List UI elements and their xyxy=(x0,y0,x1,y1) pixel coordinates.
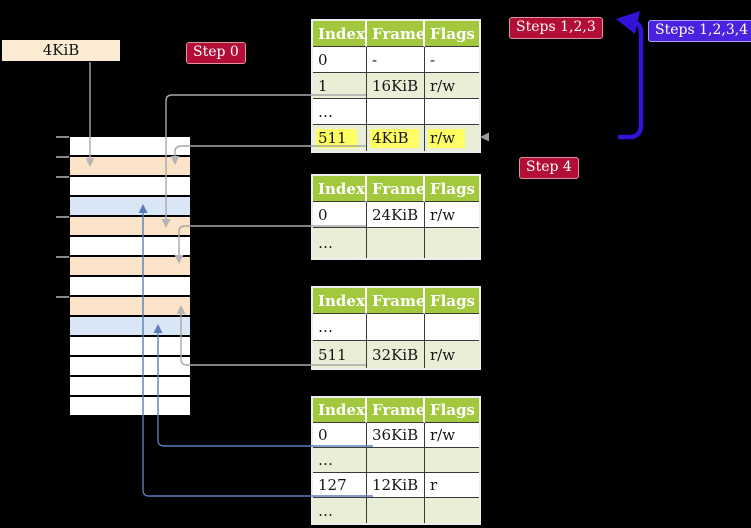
col-header-flags: Flags xyxy=(425,176,479,202)
memory-frame-row xyxy=(70,137,190,155)
page-table-l3: Index Frame Flags 0 24KiB r/w … xyxy=(311,174,481,260)
cell-index: 0 xyxy=(313,47,367,73)
col-header-frame: Frame xyxy=(367,21,425,47)
table-row: 0 - - xyxy=(313,47,479,73)
table-row: … xyxy=(313,448,479,473)
col-header-index: Index xyxy=(313,398,367,423)
cell-index: … xyxy=(313,314,367,341)
cell-flags: r/w xyxy=(425,202,479,228)
memory-tick xyxy=(56,156,69,158)
cell-index: 511 xyxy=(313,341,367,368)
col-header-index: Index xyxy=(313,176,367,202)
cell-flags: r xyxy=(425,473,479,498)
cell-frame xyxy=(367,448,425,473)
table-row: 1 16KiB r/w xyxy=(313,73,479,99)
cell-flags xyxy=(425,228,479,258)
cell-frame: 16KiB xyxy=(367,73,425,99)
memory-tick xyxy=(56,256,69,258)
memory-frame-row xyxy=(70,177,190,195)
cell-flags: r/w xyxy=(425,125,479,151)
cell-frame: 24KiB xyxy=(367,202,425,228)
cell-index: 0 xyxy=(313,423,367,448)
memory-frame-row xyxy=(70,337,190,355)
col-header-frame: Frame xyxy=(367,288,425,314)
recursive-loop-arrow xyxy=(616,11,644,140)
cell-frame: 32KiB xyxy=(367,341,425,368)
cell-flags xyxy=(425,314,479,341)
page-table-l2: Index Frame Flags … 511 32KiB r/w xyxy=(311,286,481,370)
memory-frame-row xyxy=(70,397,190,415)
cell-index: … xyxy=(313,228,367,258)
memory-frame-row xyxy=(70,357,190,375)
memory-tick xyxy=(56,136,69,138)
memory-frame-row xyxy=(70,317,190,335)
cell-index: 511 xyxy=(313,125,367,151)
cell-frame xyxy=(367,314,425,341)
badge-steps-1-2-3-4: Steps 1,2,3,4 xyxy=(648,20,751,42)
table-header-row: Index Frame Flags xyxy=(313,398,479,423)
cell-index: 0 xyxy=(313,202,367,228)
table-row: … xyxy=(313,314,479,341)
cell-flags xyxy=(425,448,479,473)
page-table-l4: Index Frame Flags 0 - - 1 16KiB r/w … 51… xyxy=(311,19,481,153)
page-table-l1: Index Frame Flags 0 36KiB r/w … 127 12Ki… xyxy=(311,396,481,525)
cell-frame xyxy=(367,498,425,523)
memory-tick xyxy=(56,296,69,298)
physical-memory-column xyxy=(70,137,190,417)
memory-tick xyxy=(56,216,69,218)
cell-index: … xyxy=(313,99,367,125)
table-row: 0 36KiB r/w xyxy=(313,423,479,448)
cell-frame: 36KiB xyxy=(367,423,425,448)
frame-size-label: 4KiB xyxy=(2,40,120,61)
cell-frame: 12KiB xyxy=(367,473,425,498)
badge-steps-1-2-3: Steps 1,2,3 xyxy=(509,17,603,39)
badge-step-4: Step 4 xyxy=(519,157,579,179)
memory-frame-row xyxy=(70,157,190,175)
highlighted-value: 4KiB xyxy=(370,129,419,148)
memory-frame-row xyxy=(70,237,190,255)
cell-flags xyxy=(425,498,479,523)
memory-tick xyxy=(56,176,69,178)
table-row: … xyxy=(313,498,479,523)
memory-frame-row xyxy=(70,217,190,235)
col-header-frame: Frame xyxy=(367,398,425,423)
cell-flags: r/w xyxy=(425,423,479,448)
cell-frame xyxy=(367,228,425,258)
col-header-frame: Frame xyxy=(367,176,425,202)
table-row: 0 24KiB r/w xyxy=(313,202,479,228)
memory-frame-row xyxy=(70,277,190,295)
cell-index: … xyxy=(313,498,367,523)
memory-frame-row xyxy=(70,197,190,215)
cell-frame xyxy=(367,99,425,125)
table-row: 127 12KiB r xyxy=(313,473,479,498)
small-arrowhead-into-l4-row511 xyxy=(480,132,489,142)
highlighted-value: r/w xyxy=(428,129,466,148)
table-row: … xyxy=(313,99,479,125)
badge-step-0: Step 0 xyxy=(186,42,246,64)
table-header-row: Index Frame Flags xyxy=(313,21,479,47)
col-header-flags: Flags xyxy=(425,288,479,314)
cell-flags: r/w xyxy=(425,73,479,99)
table-row-recursive-entry: 511 4KiB r/w xyxy=(313,125,479,151)
table-header-row: Index Frame Flags xyxy=(313,288,479,314)
cell-flags xyxy=(425,99,479,125)
highlighted-value: 511 xyxy=(316,129,357,148)
table-row: 511 32KiB r/w xyxy=(313,341,479,368)
table-header-row: Index Frame Flags xyxy=(313,176,479,202)
col-header-flags: Flags xyxy=(425,21,479,47)
memory-frame-row xyxy=(70,297,190,315)
col-header-flags: Flags xyxy=(425,398,479,423)
cell-index: … xyxy=(313,448,367,473)
col-header-index: Index xyxy=(313,288,367,314)
cell-frame: 4KiB xyxy=(367,125,425,151)
table-row: … xyxy=(313,228,479,258)
cell-index: 1 xyxy=(313,73,367,99)
cell-flags: r/w xyxy=(425,341,479,368)
col-header-index: Index xyxy=(313,21,367,47)
cell-index: 127 xyxy=(313,473,367,498)
memory-frame-row xyxy=(70,377,190,395)
cell-flags: - xyxy=(425,47,479,73)
memory-frame-row xyxy=(70,257,190,275)
cell-frame: - xyxy=(367,47,425,73)
